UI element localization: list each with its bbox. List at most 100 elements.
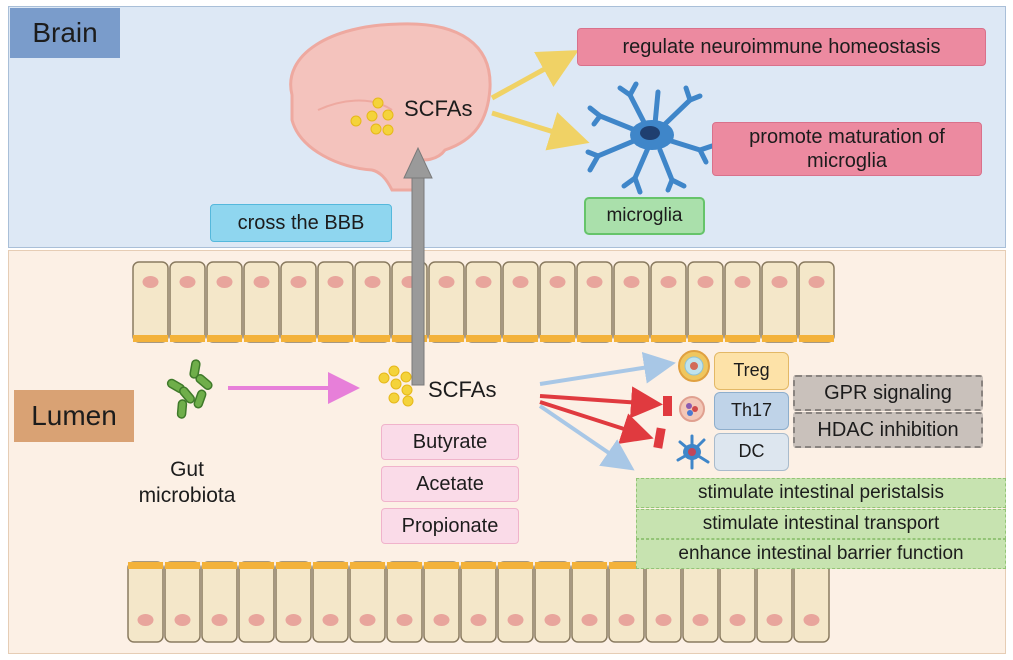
- epithelial-nucleus: [581, 614, 598, 626]
- epithelial-nucleus: [470, 614, 487, 626]
- microglia-nucleus-icon: [640, 126, 660, 140]
- epithelial-border: [614, 335, 649, 342]
- epithelial-cell: [354, 261, 391, 343]
- epithelial-nucleus: [766, 614, 783, 626]
- epithelial-border: [350, 562, 385, 569]
- epithelial-cell: [645, 561, 682, 643]
- epithelial-nucleus: [660, 276, 677, 288]
- epithelial-border: [318, 335, 353, 342]
- scfa-type-butyrate: Butyrate: [381, 424, 519, 460]
- epithelial-border: [609, 562, 644, 569]
- epithelial-nucleus: [327, 276, 344, 288]
- epithelial-cell: [349, 561, 386, 643]
- epithelial-nucleus: [618, 614, 635, 626]
- epithelial-border: [281, 335, 316, 342]
- epithelial-border: [244, 335, 279, 342]
- epithelial-cell: [312, 561, 349, 643]
- lumen-region-title: Lumen: [14, 390, 134, 442]
- epithelial-nucleus: [803, 614, 820, 626]
- epithelial-cell: [169, 261, 206, 343]
- epithelial-border: [535, 562, 570, 569]
- epithelial-nucleus: [655, 614, 672, 626]
- lumen-scfa-dots-icon: [378, 365, 414, 407]
- epithelial-border: [202, 562, 237, 569]
- epithelial-border: [424, 562, 459, 569]
- epithelial-nucleus: [544, 614, 561, 626]
- epithelial-cell: [317, 261, 354, 343]
- epithelial-border: [239, 562, 274, 569]
- epithelial-cell: [502, 261, 539, 343]
- gpr-signaling-box: GPR signaling: [793, 375, 983, 411]
- epithelial-border: [165, 562, 200, 569]
- epithelium-bottom-icon: [127, 561, 830, 643]
- epithelial-nucleus: [179, 276, 196, 288]
- epithelial-nucleus: [248, 614, 265, 626]
- epithelial-nucleus: [692, 614, 709, 626]
- epithelial-nucleus: [290, 276, 307, 288]
- epithelial-cell: [793, 561, 830, 643]
- effect-peristalsis: stimulate intestinal peristalsis: [636, 478, 1006, 508]
- epithelial-cell: [719, 561, 756, 643]
- th17-label-box: Th17: [714, 392, 789, 430]
- epithelial-border: [762, 335, 797, 342]
- epithelial-nucleus: [253, 276, 270, 288]
- brain-icon: [289, 22, 492, 192]
- epithelial-border: [387, 562, 422, 569]
- epithelial-cell: [238, 561, 275, 643]
- dc-inhibit-bar: [653, 427, 666, 449]
- scfa-type-propionate: Propionate: [381, 508, 519, 544]
- epithelial-border: [207, 335, 242, 342]
- epithelial-border: [429, 335, 464, 342]
- epithelial-cell: [650, 261, 687, 343]
- epithelial-nucleus: [808, 276, 825, 288]
- epithelial-nucleus: [475, 276, 492, 288]
- epithelial-nucleus: [174, 614, 191, 626]
- epithelial-border: [355, 335, 390, 342]
- epithelial-cell: [571, 561, 608, 643]
- epithelial-cell: [206, 261, 243, 343]
- epithelial-cell: [428, 261, 465, 343]
- arrow-to-microglia: [491, 110, 590, 151]
- epithelial-border: [688, 335, 723, 342]
- brain-scfa-dots-icon: [350, 97, 394, 136]
- epithelial-cell: [201, 561, 238, 643]
- epithelial-border: [128, 562, 163, 569]
- epithelial-border: [133, 335, 168, 342]
- epithelial-nucleus: [549, 276, 566, 288]
- epithelial-nucleus: [322, 614, 339, 626]
- epithelial-nucleus: [697, 276, 714, 288]
- epithelial-border: [799, 335, 834, 342]
- epithelial-nucleus: [512, 276, 529, 288]
- epithelial-border: [577, 335, 612, 342]
- epithelial-cell: [613, 261, 650, 343]
- epithelial-nucleus: [216, 276, 233, 288]
- epithelial-nucleus: [734, 276, 751, 288]
- epithelial-border: [651, 335, 686, 342]
- gut-microbiota-label-line1: Gut: [170, 458, 204, 481]
- epithelial-cell: [164, 561, 201, 643]
- epithelial-border: [276, 562, 311, 569]
- scfa-type-acetate: Acetate: [381, 466, 519, 502]
- epithelial-cell: [798, 261, 835, 343]
- epithelial-border: [466, 335, 501, 342]
- epithelial-border: [540, 335, 575, 342]
- epithelial-nucleus: [285, 614, 302, 626]
- epithelial-border: [725, 335, 760, 342]
- cross-bbb-arrow-shaft: [411, 174, 425, 386]
- epithelial-cell: [608, 561, 645, 643]
- epithelial-nucleus: [211, 614, 228, 626]
- hdac-inhibition-box: HDAC inhibition: [793, 412, 983, 448]
- effect-transport: stimulate intestinal transport: [636, 509, 1006, 539]
- epithelial-nucleus: [359, 614, 376, 626]
- epithelial-cell: [243, 261, 280, 343]
- th17-inhibit-bar: [663, 396, 672, 416]
- epithelial-cell: [534, 561, 571, 643]
- brain-region-title: Brain: [10, 8, 120, 58]
- epithelial-nucleus: [142, 276, 159, 288]
- epithelial-cell: [682, 561, 719, 643]
- gut-microbiota-label-line2: microbiota: [138, 484, 236, 507]
- promote-maturation-box: promote maturation of microglia: [712, 122, 982, 176]
- arrow-to-regulate: [490, 50, 579, 101]
- epithelial-cell: [756, 561, 793, 643]
- epithelial-border: [503, 335, 538, 342]
